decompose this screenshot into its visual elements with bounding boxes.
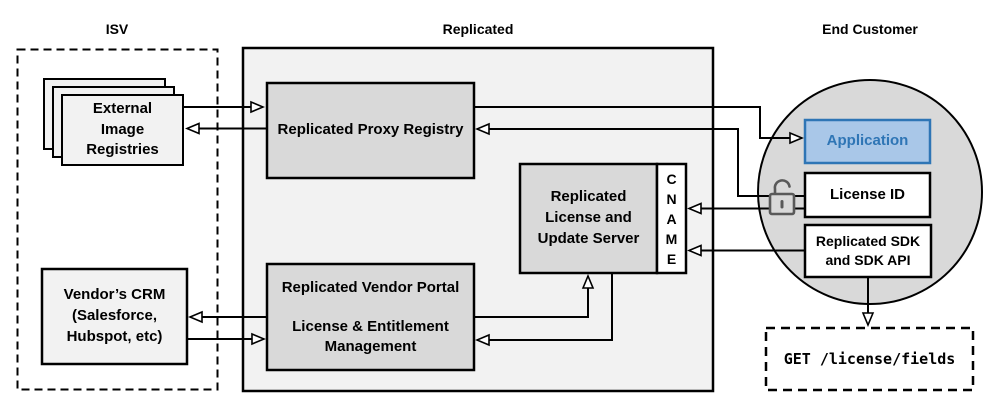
arrow-proxy-to-application (474, 106, 802, 138)
cname-strip (655, 162, 688, 275)
application-box (803, 118, 932, 165)
unlock-icon (768, 179, 796, 216)
external-image-registries-box (61, 94, 184, 166)
vendors-crm-box (40, 267, 189, 366)
arrow-vendorportal-to-updateserver (474, 276, 588, 318)
external-image-registries-stack (43, 78, 184, 166)
replicated-sdk-box (803, 223, 933, 279)
replicated-vendor-portal-box (265, 262, 476, 372)
isv-container (16, 48, 219, 391)
license-update-server-box (518, 162, 659, 275)
arrow-updateserver-to-vendorportal (477, 273, 613, 340)
replicated-proxy-registry-box (265, 81, 476, 180)
get-license-fields-box (764, 326, 975, 392)
license-id-box (803, 171, 932, 219)
